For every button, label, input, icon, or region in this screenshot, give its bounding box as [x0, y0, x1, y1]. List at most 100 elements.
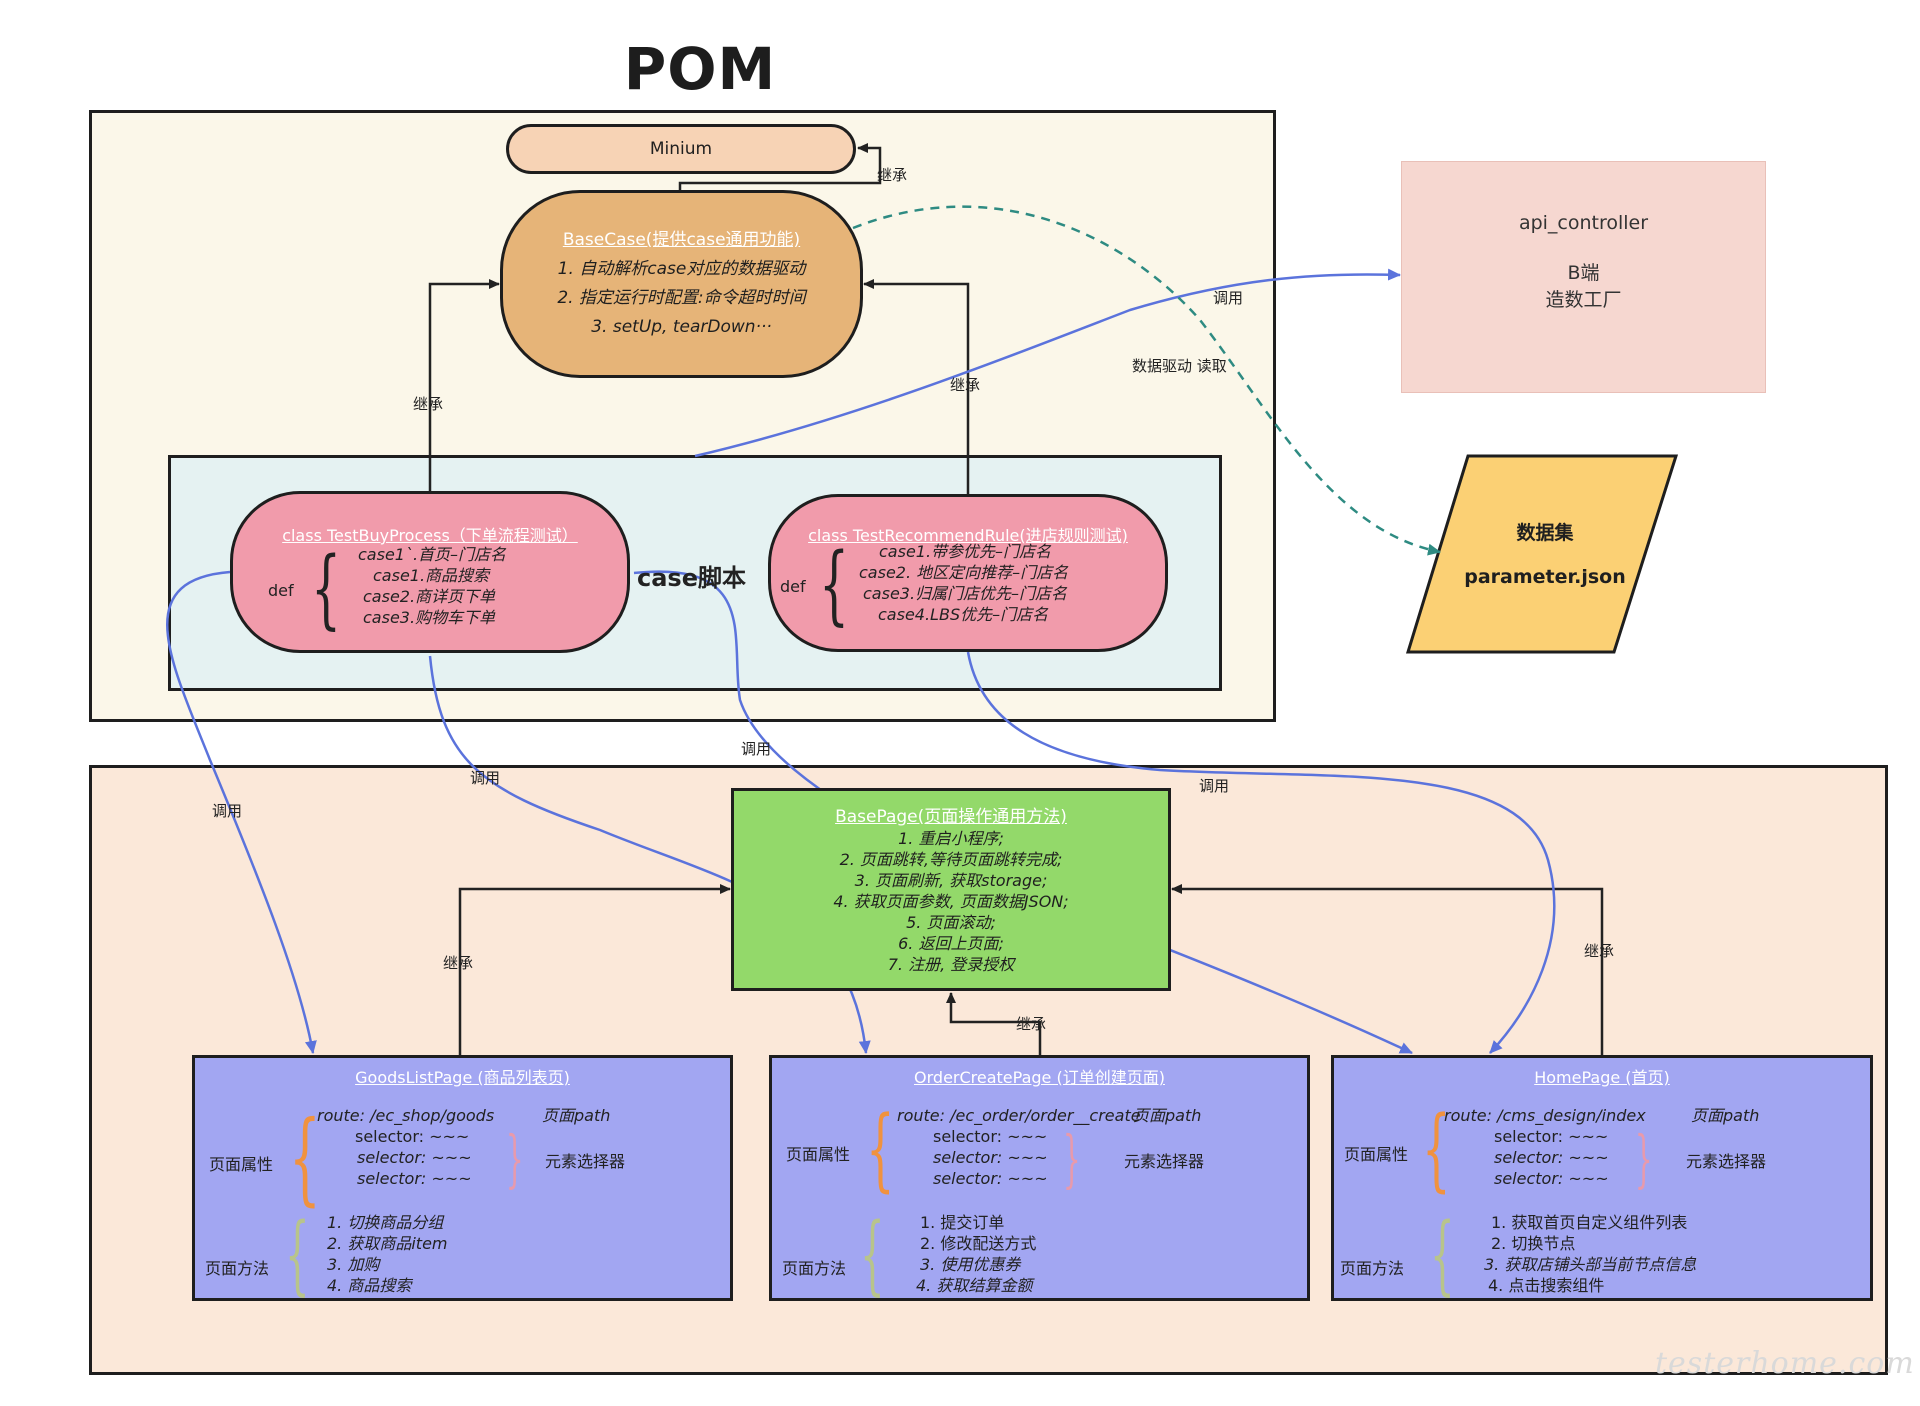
- edge-label-inherit: 继承: [1016, 1015, 1047, 1033]
- page-title: OrderCreatePage (订单创建页面): [914, 1068, 1165, 1087]
- basecase-item: 1. 自动解析case对应的数据驱动: [557, 259, 806, 279]
- page-method: 2. 修改配送方式: [920, 1234, 1037, 1253]
- basecase-item: 2. 指定运行时配置:命令超时时间: [557, 288, 806, 308]
- page-method-label: 页面方法: [782, 1259, 847, 1278]
- api-controller-node: api_controller B端 造数工厂: [1401, 161, 1766, 393]
- minium-node: Minium: [506, 124, 856, 174]
- minium-label: Minium: [649, 139, 713, 159]
- case-item: case2. 地区定向推荐–门店名: [859, 563, 1069, 582]
- edge-goods-basepage: [458, 884, 731, 1055]
- basepage-item: 7. 注册, 登录授权: [887, 955, 1015, 974]
- basepage-item: 1. 重启小程序;: [898, 829, 1004, 848]
- page-path-label: 页面path: [542, 1106, 611, 1125]
- test-rec-title: class TestRecommendRule(进店规则测试): [808, 526, 1128, 545]
- edge-label-inherit: 继承: [443, 954, 474, 972]
- dataset-filename: parameter.json: [1464, 566, 1626, 588]
- brace-icon: {: [1062, 1122, 1081, 1195]
- page-method: 3. 加购: [327, 1255, 380, 1274]
- basepage-item: 6. 返回上页面;: [898, 934, 1004, 953]
- page-route: route: /cms_design/index: [1444, 1106, 1646, 1125]
- page-method: 1. 获取首页自定义组件列表: [1491, 1213, 1688, 1232]
- page-method: 3. 获取店铺头部当前节点信息: [1484, 1255, 1697, 1274]
- edge-label-call: 调用: [212, 802, 243, 820]
- basecase-node: BaseCase(提供case通用功能) 1. 自动解析case对应的数据驱动 …: [500, 190, 863, 378]
- case-item: case1.商品搜索: [373, 566, 490, 585]
- test-recommend-rule-node: class TestRecommendRule(进店规则测试) def { ca…: [768, 494, 1168, 652]
- page-path-label: 页面path: [1133, 1106, 1202, 1125]
- page-selector: selector: ~~~: [1494, 1169, 1609, 1188]
- edge-label-data-read: 数据驱动 读取: [1132, 357, 1227, 375]
- case-item: case1`.首页–门店名: [358, 545, 507, 564]
- page-selector: selector: ~~~: [1494, 1148, 1609, 1167]
- test-buy-process-node: class TestBuyProcess（下单流程测试） def { case1…: [230, 491, 630, 653]
- goods-list-page-node: GoodsListPage (商品列表页) 页面属性 { route: /ec_…: [192, 1055, 733, 1301]
- edge-call-api: [694, 268, 1401, 458]
- edge-call-rec: [966, 651, 1556, 1054]
- page-method-label: 页面方法: [1340, 1259, 1405, 1278]
- watermark: testerhome.com: [1655, 1346, 1915, 1381]
- page-method: 4. 获取结算金额: [916, 1276, 1033, 1295]
- page-selector: selector: ~~~: [355, 1127, 470, 1146]
- brace-icon: {: [819, 535, 850, 635]
- case-item: case3.购物车下单: [363, 608, 496, 627]
- selector-label: 元素选择器: [1124, 1152, 1205, 1171]
- page-title: GoodsListPage (商品列表页): [355, 1068, 570, 1087]
- brace-icon: {: [860, 1205, 885, 1305]
- page-method: 4. 点击搜索组件: [1488, 1276, 1605, 1295]
- page-title: HomePage (首页): [1534, 1068, 1670, 1087]
- edge-data-read: [852, 205, 1441, 556]
- basepage-title: BasePage(页面操作通用方法): [835, 807, 1067, 827]
- edge-label-call: 调用: [741, 740, 772, 758]
- dataset-shape: [1405, 454, 1679, 654]
- page-route: route: /ec_order/order__create: [897, 1106, 1141, 1125]
- home-page-node: HomePage (首页) 页面属性 { route: /cms_design/…: [1331, 1055, 1873, 1301]
- edge-label-inherit: 继承: [413, 395, 444, 413]
- selector-label: 元素选择器: [1686, 1152, 1767, 1171]
- order-create-page-node: OrderCreatePage (订单创建页面) 页面属性 { route: /…: [769, 1055, 1310, 1301]
- edge-label-inherit: 继承: [950, 376, 981, 394]
- page-method: 1. 切换商品分组: [327, 1213, 444, 1232]
- edge-buy-basecase: [428, 279, 500, 491]
- edge-label-inherit: 继承: [1584, 942, 1615, 960]
- edge-rec-basecase: [863, 279, 970, 494]
- edge-call-goods: [166, 570, 317, 1054]
- page-selector: selector: ~~~: [933, 1169, 1048, 1188]
- brace-icon: {: [866, 1097, 895, 1202]
- brace-icon: {: [505, 1122, 524, 1195]
- edge-label-inherit: 继承: [877, 166, 908, 184]
- brace-icon: {: [1634, 1122, 1653, 1195]
- basepage-node: BasePage(页面操作通用方法) 1. 重启小程序; 2. 页面跳转,等待页…: [731, 788, 1171, 991]
- edge-label-call: 调用: [1213, 289, 1244, 307]
- test-buy-title: class TestBuyProcess（下单流程测试）: [282, 526, 578, 545]
- page-selector: selector: ~~~: [933, 1148, 1048, 1167]
- page-method: 4. 商品搜索: [327, 1276, 412, 1295]
- case-scripts-label: case脚本: [637, 564, 746, 592]
- page-selector: selector: ~~~: [933, 1127, 1048, 1146]
- page-path-label: 页面path: [1691, 1106, 1760, 1125]
- page-route: route: /ec_shop/goods: [317, 1106, 495, 1125]
- case-item: case1.带参优先–门店名: [879, 542, 1052, 561]
- case-item: case4.LBS优先–门店名: [878, 605, 1049, 624]
- page-method: 1. 提交订单: [920, 1213, 1005, 1232]
- page-method: 3. 使用优惠券: [920, 1255, 1021, 1274]
- basepage-item: 3. 页面刷新, 获取storage;: [854, 871, 1048, 890]
- brace-icon: {: [1422, 1097, 1451, 1202]
- api-controller-desc: 造数工厂: [1545, 289, 1622, 311]
- page-selector: selector: ~~~: [357, 1148, 472, 1167]
- dataset-title: 数据集: [1516, 522, 1574, 544]
- page-selector: selector: ~~~: [1494, 1127, 1609, 1146]
- def-label: def: [268, 581, 294, 600]
- page-selector: selector: ~~~: [357, 1169, 472, 1188]
- brace-icon: {: [289, 1099, 321, 1216]
- basecase-title: BaseCase(提供case通用功能): [562, 230, 801, 250]
- brace-icon: {: [1430, 1205, 1455, 1305]
- edge-home-basepage: [1171, 884, 1604, 1055]
- case-item: case3.归属门店优先–门店名: [863, 584, 1068, 603]
- edge-label-call: 调用: [470, 769, 501, 787]
- api-controller-subtitle: B端: [1567, 262, 1600, 284]
- basepage-item: 4. 获取页面参数, 页面数据JSON;: [833, 892, 1069, 911]
- selector-label: 元素选择器: [545, 1152, 626, 1171]
- page-attr-label: 页面属性: [1344, 1145, 1409, 1164]
- page-attr-label: 页面属性: [209, 1155, 274, 1174]
